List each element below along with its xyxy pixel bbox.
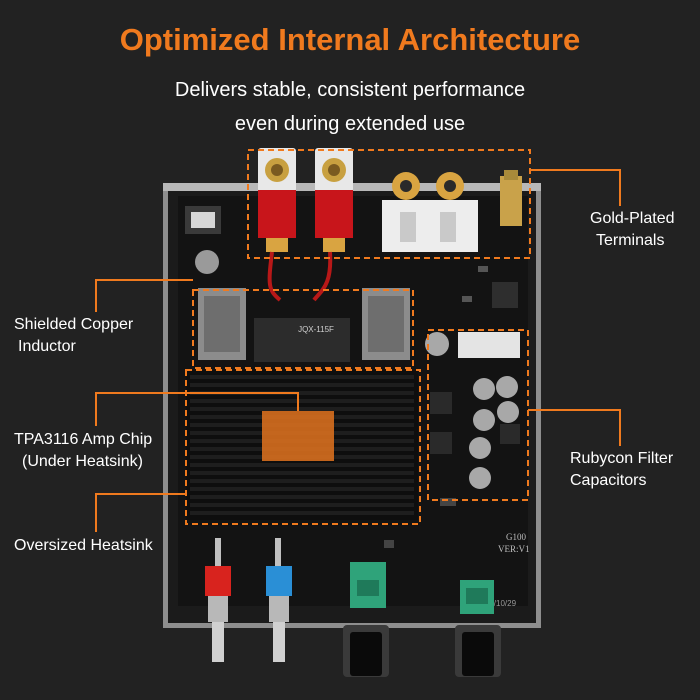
callout-amp-chip-line1: TPA3116 Amp Chip — [14, 431, 153, 448]
heatsink-fin — [190, 463, 414, 467]
heatsink-leader — [95, 493, 186, 532]
heatsink-fin — [190, 503, 414, 507]
toggle-switch-red — [205, 538, 231, 662]
volume-potentiometer-left — [350, 562, 386, 608]
relay-model-text: JQX-115F — [298, 325, 334, 334]
callout-capacitors-line2: Capacitors — [570, 472, 647, 489]
heatsink-fin — [190, 479, 414, 483]
page-title: Optimized Internal Architecture — [119, 22, 581, 57]
capacitors-leader — [528, 409, 621, 446]
heatsink-fin — [190, 487, 414, 491]
antenna-connector — [500, 170, 522, 226]
speaker-binding-post-left — [258, 148, 296, 252]
heatsink-fin — [190, 383, 414, 387]
speaker-binding-post-right — [315, 148, 353, 252]
callout-amp-chip-line2: (Under Heatsink) — [22, 453, 143, 470]
board-model-text: G100 — [506, 532, 526, 542]
callout-gold-terminals-line2: Terminals — [596, 232, 665, 249]
callout-gold-terminals-line1: Gold-Plated — [590, 210, 675, 227]
callout-capacitors: Rubycon Filter Capacitors — [570, 448, 673, 492]
knob-left — [343, 625, 389, 677]
terminals-leader — [530, 169, 621, 206]
callout-lines — [95, 169, 621, 532]
inductor-leader — [95, 279, 193, 312]
relay: JQX-115F — [254, 318, 350, 362]
small-capacitor — [195, 250, 219, 274]
board-version-text: VER:V1 — [498, 544, 530, 554]
callout-capacitors-line1: Rubycon Filter — [570, 450, 674, 467]
knob-right — [455, 625, 501, 677]
heatsink-highlight-box — [185, 369, 421, 525]
filter-capacitors — [425, 332, 519, 489]
callout-inductor-line1: Shielded Copper — [14, 316, 134, 333]
volume-potentiometer-right — [460, 580, 494, 614]
subtitle-line-1: Delivers stable, consistent performance — [174, 79, 526, 101]
amp-chip-leader — [95, 392, 299, 426]
shielded-inductors — [198, 288, 410, 360]
gold-terminals — [258, 148, 522, 252]
callout-inductor: Shielded Copper Inductor — [14, 314, 133, 358]
callout-inductor-line2: Inductor — [18, 338, 76, 355]
inductor-highlight-box — [192, 289, 414, 369]
heatsink-fin — [190, 511, 414, 515]
red-wire-left — [267, 251, 282, 302]
callout-amp-chip: TPA3116 Amp Chip (Under Heatsink) — [14, 429, 152, 473]
toggle-switch-blue — [266, 538, 292, 662]
callout-heatsink-line1: Oversized Heatsink — [14, 537, 153, 554]
heatsink-fin — [190, 407, 414, 411]
heatsink-fin — [190, 471, 414, 475]
subtitle-line-2: even during extended use — [234, 113, 466, 135]
capacitors-highlight-box — [427, 329, 529, 501]
board-date-text: 2025/10/29 — [476, 599, 517, 608]
terminals-highlight-box — [247, 149, 531, 259]
heatsink-fin — [190, 495, 414, 499]
callout-heatsink: Oversized Heatsink — [14, 535, 153, 557]
amp-chip-highlight — [262, 411, 334, 461]
heatsink-fin — [190, 375, 414, 379]
red-wire-right — [312, 251, 333, 302]
heatsink-fin — [190, 399, 414, 403]
pcb-components — [185, 200, 520, 548]
highlight-boxes — [185, 149, 531, 525]
rca-jack-left — [392, 172, 420, 200]
heatsink-fin — [190, 391, 414, 395]
callout-gold-terminals: Gold-Plated Terminals — [590, 208, 675, 252]
rca-jack-right — [436, 172, 464, 200]
